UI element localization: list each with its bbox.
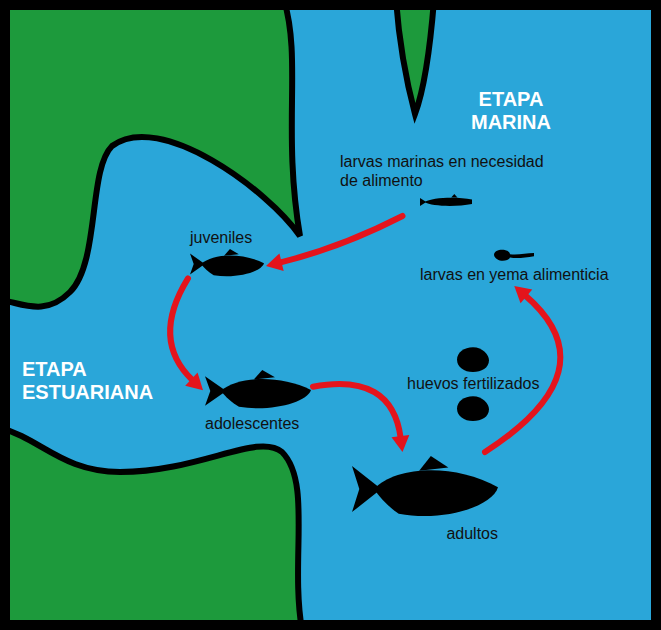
land-left — [0, 0, 300, 307]
life-stage: juveniles — [188, 226, 266, 283]
life-stage: adultos — [350, 452, 500, 545]
fish-silhouette — [205, 370, 311, 412]
silhouette-part — [419, 456, 448, 471]
arrow-shaft — [313, 384, 401, 438]
stage-label: huevos fertilizados — [407, 374, 540, 393]
fish-silhouette — [352, 456, 498, 522]
silhouette-part — [254, 370, 275, 379]
silhouette-part — [221, 379, 311, 408]
stage-label: larvas marinas en necesidad de alimento — [340, 152, 551, 190]
frame — [5, 5, 656, 625]
stage-arrow — [313, 384, 409, 452]
land-bottom — [0, 428, 302, 630]
region-label: ETAPA MARINA — [448, 88, 574, 134]
stage-arrow — [485, 286, 560, 452]
life-stage: larvas en yema alimenticia — [418, 243, 611, 286]
silhouette-part — [224, 249, 239, 256]
life-stage: huevos fertilizados — [405, 342, 542, 425]
larva-silhouette — [420, 192, 472, 212]
egg-silhouette — [457, 346, 489, 372]
life-stage: adolescentes — [203, 366, 313, 435]
silhouette-part — [457, 347, 489, 372]
stage-label: juveniles — [190, 228, 252, 247]
arrow-head — [266, 253, 284, 270]
arrow-shaft — [485, 295, 560, 452]
silhouette-part — [424, 198, 471, 206]
arrow-head — [514, 286, 532, 303]
stage-arrow — [170, 278, 203, 390]
stage-label: adultos — [446, 524, 498, 543]
region-label: ETAPA ESTUARIANA — [22, 358, 172, 404]
silhouette-part — [201, 255, 264, 276]
silhouette-part — [457, 396, 489, 421]
stage-arrow — [266, 216, 403, 271]
arrow-head — [185, 373, 203, 391]
arrow-head — [391, 435, 409, 452]
life-stage: larvas marinas en necesidad de alimento — [338, 150, 553, 216]
fish-silhouette — [190, 249, 264, 279]
egg-silhouette — [457, 395, 489, 421]
silhouette-part — [451, 194, 457, 198]
silhouette-part — [374, 470, 498, 516]
silhouette-part — [494, 250, 534, 261]
stage-label: larvas en yema alimenticia — [420, 265, 609, 284]
yema-silhouette — [494, 247, 534, 263]
land-spit — [396, 0, 434, 114]
arrow-shaft — [170, 278, 193, 380]
stage-label: adolescentes — [205, 414, 299, 433]
arrow-shaft — [280, 216, 403, 263]
